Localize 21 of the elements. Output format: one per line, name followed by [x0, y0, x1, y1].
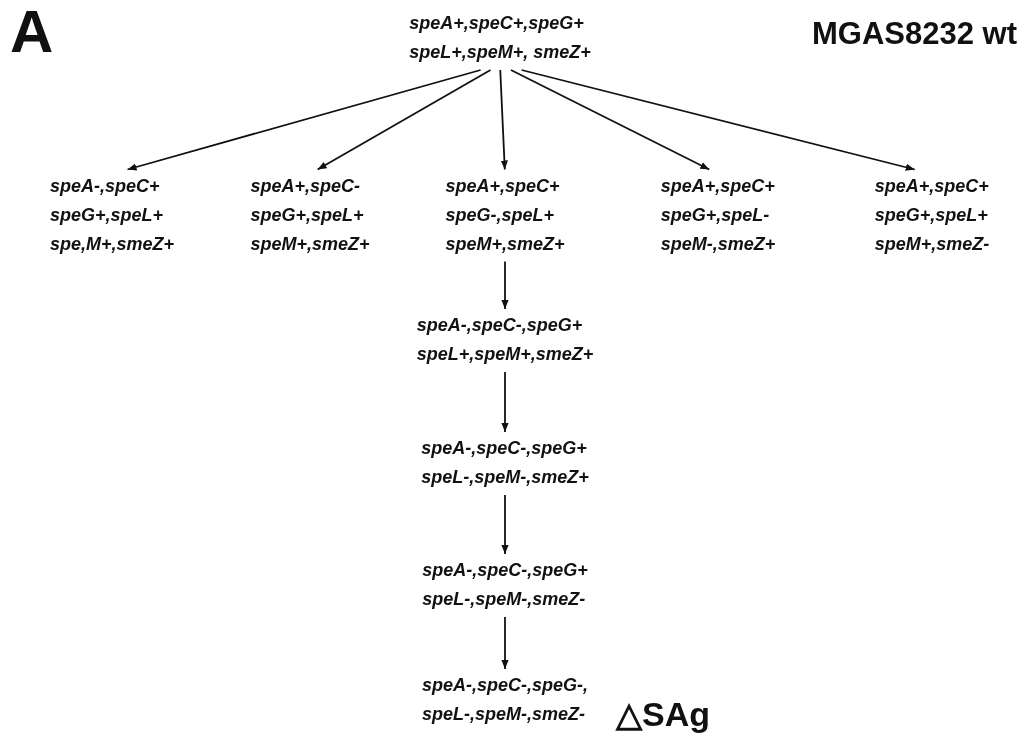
gene-profile-label: speA-,speC+ speG+,speL+ spe,M+,smeZ+	[49, 171, 175, 259]
gene-profile-label: speA+,speC- speG+,speL+ speM+,smeZ+	[250, 171, 370, 259]
panel-letter: A	[10, 2, 54, 62]
arrow	[126, 69, 482, 171]
strain-name: MGAS8232 wt	[812, 18, 1017, 49]
arrow	[501, 616, 509, 670]
arrow	[510, 69, 711, 171]
gene-profile-label: speA+,speC+,speG+ speL+,speM+, smeZ+	[409, 9, 591, 67]
gene-profile-label: speA+,speC+ speG+,speL+ speM+,smeZ-	[874, 171, 990, 259]
gene-profile-label: speA+,speC+ speG+,speL- speM-,smeZ+	[660, 171, 776, 259]
arrow	[499, 69, 508, 171]
arrow	[501, 371, 509, 433]
arrow	[501, 494, 509, 555]
arrow	[316, 69, 492, 171]
gene-profile-label: speA-,speC-,speG+ speL+,speM+,smeZ+	[416, 311, 594, 369]
gene-profile-label: speA-,speC-,speG+ speL-,speM-,smeZ+	[421, 434, 589, 492]
gene-profile-label: speA-,speC-,speG+ speL-,speM-,smeZ-	[422, 556, 588, 614]
arrow	[520, 69, 916, 171]
arrow	[501, 260, 509, 310]
mutant-name: △SAg	[616, 695, 710, 733]
gene-profile-label: speA+,speC+ speG-,speL+ speM+,smeZ+	[445, 171, 565, 259]
